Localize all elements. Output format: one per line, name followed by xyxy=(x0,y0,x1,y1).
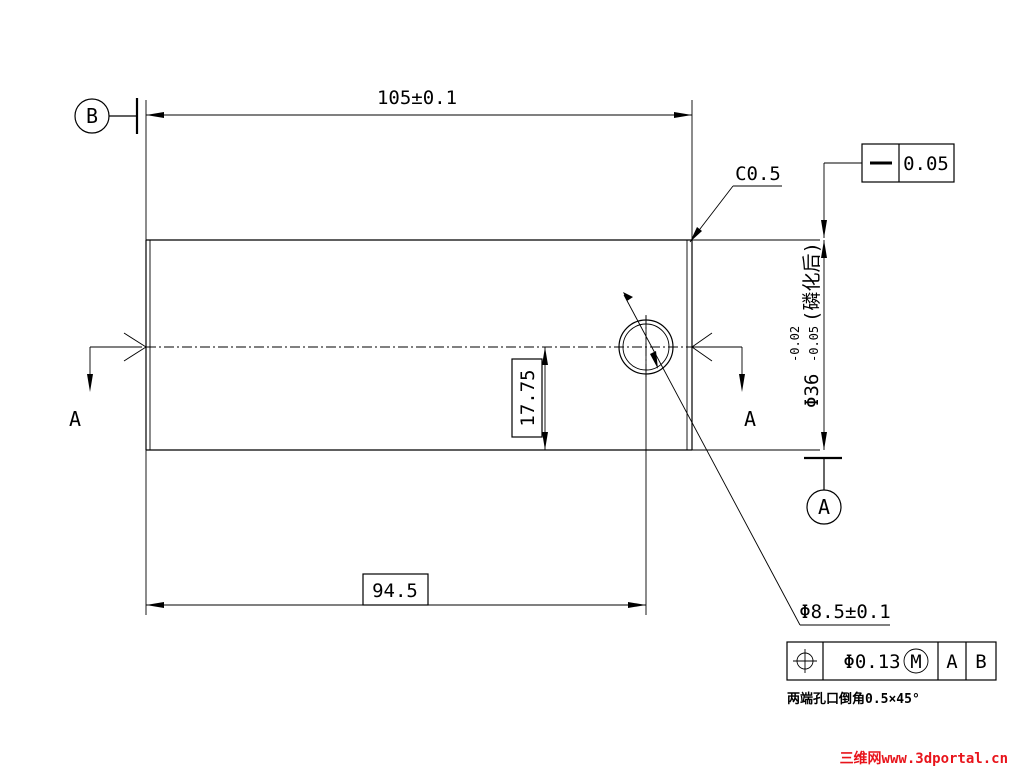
position-value: Φ0.13 xyxy=(843,651,900,673)
hole-position-label: 94.5 xyxy=(372,580,418,602)
position-datum-2: B xyxy=(975,651,986,673)
position-icon xyxy=(793,649,817,673)
position-datum-1: A xyxy=(946,651,958,673)
section-right-label: A xyxy=(744,407,756,431)
svg-text:Φ36: Φ36 xyxy=(801,374,823,408)
chamfer-callout: C0.5 xyxy=(689,163,782,243)
overall-length-label: 105±0.1 xyxy=(377,87,457,109)
straightness-value: 0.05 xyxy=(903,153,949,175)
section-marker-right: A xyxy=(691,332,756,431)
hole-diameter-label: Φ8.5±0.1 xyxy=(799,601,891,623)
hole-position-dimension: 94.5 xyxy=(146,573,646,608)
overall-length-dimension: 105±0.1 xyxy=(146,87,692,118)
section-marker-left: A xyxy=(69,332,147,431)
cross-hole xyxy=(618,316,674,378)
watermark: 三维网www.3dportal.cn xyxy=(840,750,1008,767)
diameter-dimension: Φ36 -0.02 -0.05 (磷化后) xyxy=(788,240,827,450)
straightness-frame: — 0.05 xyxy=(821,143,955,238)
hole-offset-label: 17.75 xyxy=(517,369,539,426)
chamfer-note: 两端孔口倒角0.5×45° xyxy=(787,691,920,707)
straightness-symbol: — xyxy=(875,153,887,175)
chamfer-label: C0.5 xyxy=(735,163,781,185)
position-frame: ⌖ Φ0.13 M A B xyxy=(786,641,997,681)
datum-b-letter: B xyxy=(86,104,98,128)
hole-offset-dimension: 17.75 xyxy=(511,347,548,450)
section-left-label: A xyxy=(69,407,81,431)
diameter-base-label: Φ36 xyxy=(801,374,823,408)
position-symbol: ⌖ xyxy=(800,651,811,673)
diameter-upper-tol: -0.02 xyxy=(788,326,802,362)
diameter-lower-tol: -0.05 xyxy=(807,326,821,362)
diameter-note: (磷化后) xyxy=(801,242,823,322)
part-outline xyxy=(145,239,820,451)
position-modifier: M xyxy=(910,651,921,673)
datum-b-symbol: B xyxy=(74,98,139,134)
datum-a-letter: A xyxy=(818,495,830,519)
extension-lines xyxy=(145,100,693,615)
hole-diameter-callout: Φ8.5±0.1 xyxy=(623,292,891,626)
datum-a-symbol: A xyxy=(804,456,842,525)
